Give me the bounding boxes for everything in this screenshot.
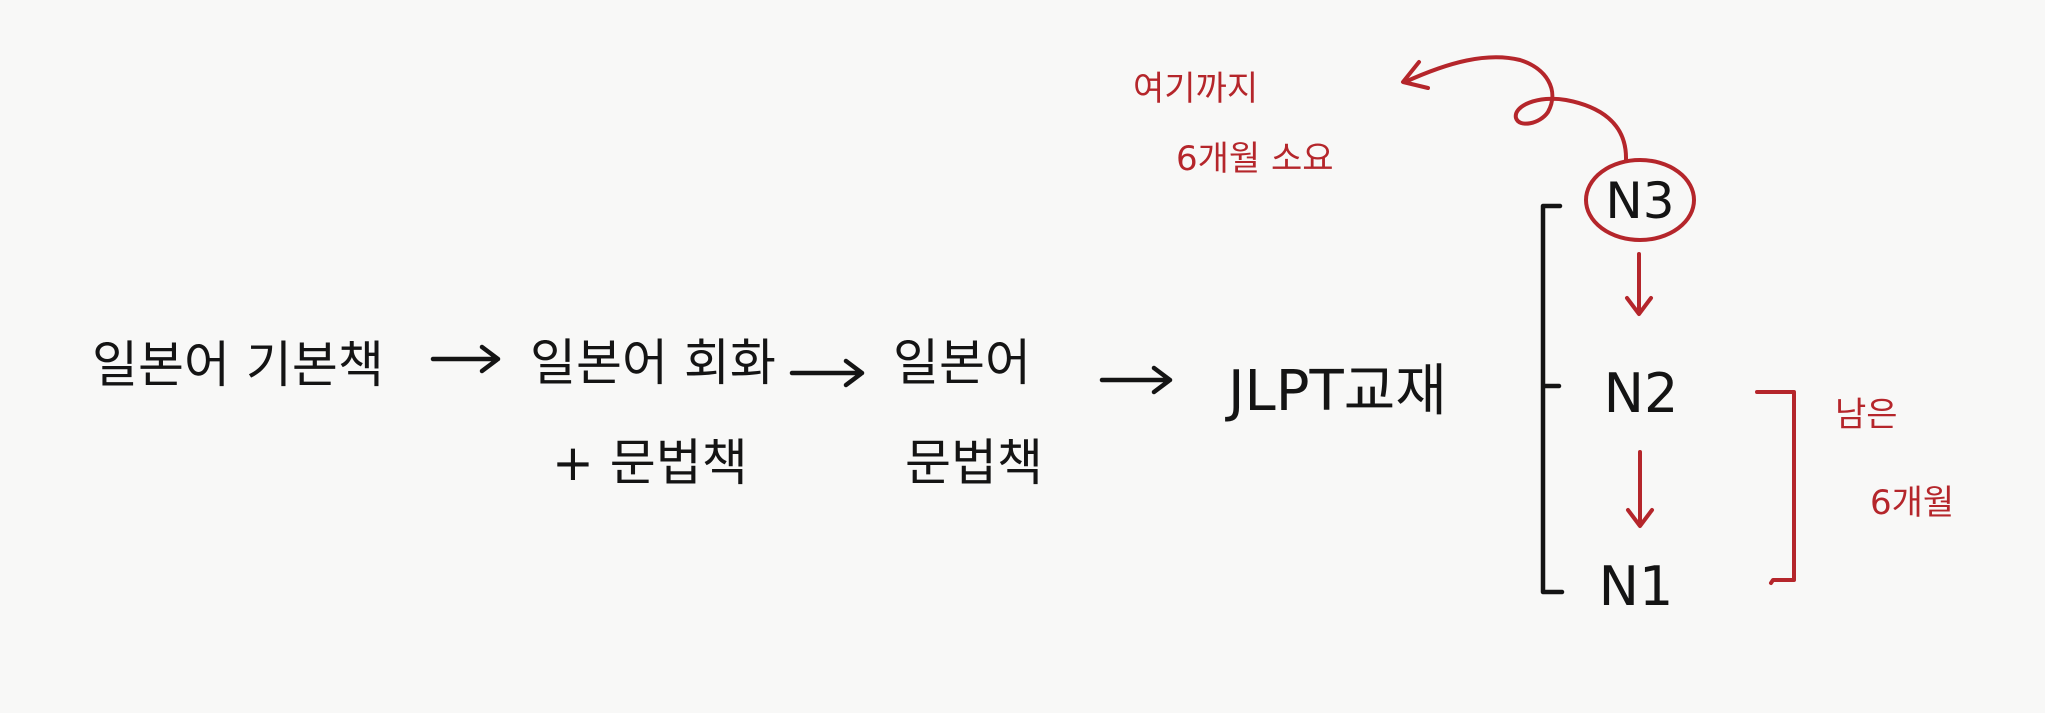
step-2-sublabel: + 문법책	[552, 434, 748, 492]
step-1-label: 일본어 기본책	[92, 336, 384, 394]
flow-arrow-icon	[789, 358, 865, 388]
step-4-label: JLPT교재	[1225, 359, 1447, 424]
step-3-sublabel: 문법책	[905, 434, 1043, 492]
upto-here-annotation-line1: 여기까지	[1133, 69, 1258, 109]
level-arrow-icon	[1626, 450, 1654, 528]
remaining-annotation-line1: 남은	[1835, 395, 1898, 435]
level-n1-label: N1	[1599, 555, 1674, 618]
remaining-annotation-line2: 6개월	[1870, 483, 1954, 523]
flow-arrow-icon	[1099, 365, 1173, 395]
level-n2-label: N2	[1604, 362, 1679, 425]
curved-arrow-icon	[1401, 55, 1629, 162]
remaining-bracket	[1755, 390, 1796, 585]
level-bracket	[1540, 203, 1565, 595]
level-arrow-icon	[1625, 252, 1653, 316]
level-n3: N3	[1584, 158, 1696, 242]
upto-here-annotation-line2: 6개월 소요	[1176, 139, 1334, 179]
step-3-label: 일본어	[893, 334, 1031, 392]
level-n3-label: N3	[1605, 172, 1674, 230]
step-2-label: 일본어 회화	[530, 334, 776, 392]
flow-arrow-icon	[430, 344, 501, 374]
highlight-circle	[1584, 158, 1696, 242]
